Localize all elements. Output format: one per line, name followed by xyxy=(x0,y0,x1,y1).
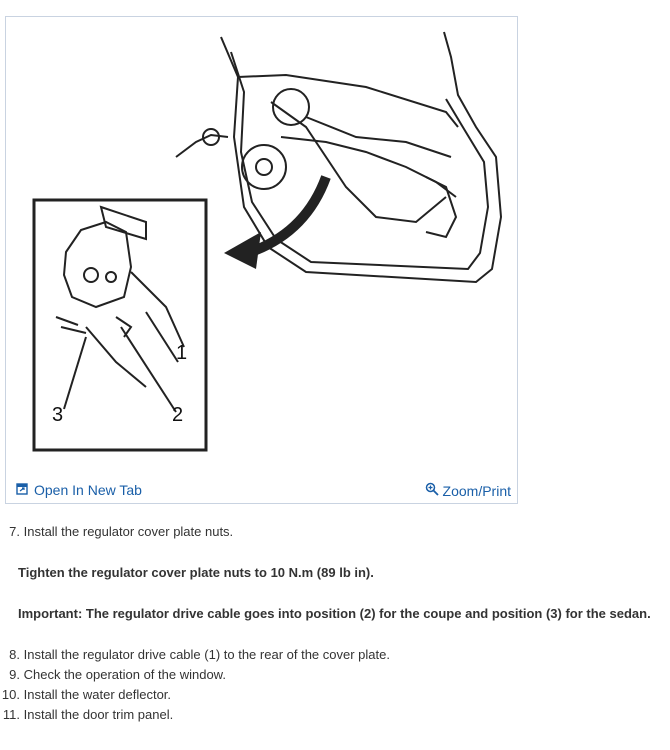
tighten-note: Tighten the regulator cover plate nuts t… xyxy=(18,565,374,580)
figure-card: 1 2 3 Open In New Tab Zoom/Print xyxy=(5,16,518,504)
drive-cable xyxy=(280,136,457,198)
cable-end xyxy=(115,316,133,338)
step-item: 10. Install the water deflector. xyxy=(0,687,171,702)
regulator-track xyxy=(270,101,447,224)
open-in-new-tab-icon xyxy=(16,482,28,498)
door-frame-top xyxy=(237,73,459,128)
wire-harness xyxy=(175,133,229,158)
callout-2: 2 xyxy=(172,404,183,426)
step-text: Install the water deflector. xyxy=(20,687,172,702)
leader-2 xyxy=(120,326,177,413)
cover-plate-nut-2 xyxy=(105,271,117,283)
step-item: 9. Check the operation of the window. xyxy=(0,667,226,682)
drive-cable-detail xyxy=(130,271,185,348)
step-text: Install the door trim panel. xyxy=(20,707,174,722)
zoom-print-label: Zoom/Print xyxy=(442,482,511,499)
mount-bolt xyxy=(55,316,87,334)
callout-1: 1 xyxy=(176,342,187,364)
step-number: 11. xyxy=(2,707,20,722)
door-regulator-diagram: 1 2 3 xyxy=(32,31,503,452)
speaker-opening xyxy=(272,88,310,126)
zoom-print-link[interactable]: Zoom/Print xyxy=(425,482,511,499)
pointer-arrow xyxy=(249,175,331,257)
step-text: Install the regulator cover plate nuts. xyxy=(20,524,234,539)
open-in-new-tab-link[interactable]: Open In New Tab xyxy=(16,482,142,498)
step-item: 8. Install the regulator drive cable (1)… xyxy=(0,647,390,662)
detail-inset xyxy=(32,198,208,452)
door-inner-outline xyxy=(230,51,490,271)
step-number: 10. xyxy=(1,687,20,702)
regulator-wheel xyxy=(241,144,287,190)
regulator-hub xyxy=(255,158,273,176)
open-in-new-tab-label: Open In New Tab xyxy=(34,482,142,498)
step-number: 8. xyxy=(9,647,20,662)
door-latch-area xyxy=(425,176,458,239)
cover-plate xyxy=(62,220,133,309)
step-text: Check the operation of the window. xyxy=(20,667,226,682)
cover-plate-nut xyxy=(83,267,99,283)
important-note: Important: The regulator drive cable goe… xyxy=(18,606,651,621)
regulator-rail xyxy=(305,116,452,158)
step-number: 7. xyxy=(9,524,20,539)
step-item: 11. Install the door trim panel. xyxy=(0,707,173,722)
zoom-icon xyxy=(425,482,439,499)
step-text: Install the regulator drive cable (1) to… xyxy=(20,647,390,662)
door-outline xyxy=(220,31,503,284)
inset-panel-line xyxy=(85,326,147,388)
leader-3 xyxy=(63,336,87,410)
leader-1 xyxy=(145,311,179,363)
cover-plate-bracket xyxy=(99,205,147,241)
step-item: 7. Install the regulator cover plate nut… xyxy=(0,524,233,539)
figure-footer: Open In New Tab Zoom/Print xyxy=(6,480,517,502)
pointer-arrowhead xyxy=(224,232,261,269)
callout-3: 3 xyxy=(52,404,63,426)
harness-grommet xyxy=(202,128,220,146)
step-number: 9. xyxy=(9,667,20,682)
